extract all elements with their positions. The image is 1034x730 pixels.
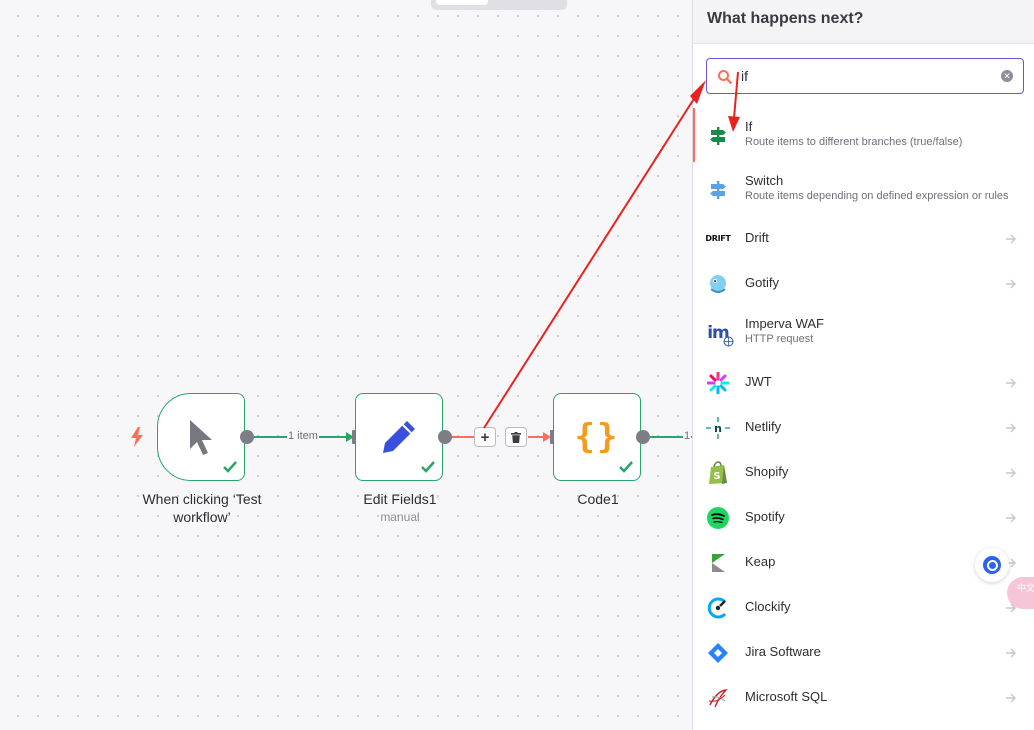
pencil-icon	[383, 421, 415, 453]
jwt-logo-icon	[705, 370, 731, 396]
canvas-mode-tabs[interactable]	[431, 0, 567, 10]
node-item-name: Clockify	[745, 599, 791, 614]
node-output-handle[interactable]	[240, 430, 254, 444]
arrow-right-icon	[1006, 279, 1016, 288]
node-item-if[interactable]: If Route items to different branches (tr…	[693, 113, 1034, 158]
clear-search-icon[interactable]: ✕	[1001, 70, 1013, 82]
node-creator-panel: What happens next? ✕ If Route items to d…	[692, 0, 1034, 730]
node-item-gotify[interactable]: Gotify	[693, 261, 1034, 306]
arrow-right-icon	[1006, 513, 1016, 522]
node-item-clockify[interactable]: Clockify	[693, 585, 1034, 630]
edge-delete-button[interactable]	[505, 427, 527, 447]
switch-signpost-icon	[705, 177, 731, 203]
node-item-name: Microsoft SQL	[745, 689, 828, 704]
imperva-logo-icon: im	[705, 320, 734, 346]
edge-item-count: 1 item	[287, 430, 319, 442]
node-item-name: Switch	[745, 173, 784, 188]
node-code[interactable]: {}	[553, 393, 641, 481]
node-label: Edit Fields1	[363, 491, 437, 507]
edge-arrow-1	[346, 432, 354, 442]
edge-add-node-button[interactable]: +	[474, 427, 496, 447]
node-item-name: Keap	[745, 554, 776, 569]
node-item-description: Route items to different branches (true/…	[745, 136, 963, 148]
node-label: Code1	[577, 491, 619, 507]
node-output-handle[interactable]	[438, 430, 452, 444]
arrow-right-icon	[1006, 234, 1016, 243]
clockify-logo-icon	[705, 595, 731, 621]
trash-icon	[511, 431, 521, 443]
canvas-mode-tab-active[interactable]	[436, 0, 488, 5]
cursor-pointer-icon	[190, 420, 212, 455]
panel-header: What happens next?	[693, 0, 1034, 44]
node-item-netlify[interactable]: n Netlify	[693, 405, 1034, 450]
arrow-right-icon	[1006, 423, 1016, 432]
workflow-canvas[interactable]: When clicking ‘Test workflow’ 1 item Edi…	[0, 0, 692, 730]
node-item-spotify[interactable]: Spotify	[693, 495, 1034, 540]
success-check-icon	[619, 461, 633, 473]
success-check-icon	[223, 461, 237, 473]
node-item-name: Netlify	[745, 419, 782, 434]
search-box[interactable]: ✕	[706, 58, 1024, 94]
node-item-microsoft-sql[interactable]: Microsoft SQL	[693, 675, 1034, 720]
drift-logo-icon: DRIFT	[705, 234, 731, 243]
node-output-handle[interactable]	[636, 430, 650, 444]
node-item-drift[interactable]: DRIFT Drift	[693, 216, 1034, 261]
node-item-name: Spotify	[745, 509, 785, 524]
assistant-floating-button[interactable]	[975, 548, 1009, 582]
lightning-bolt-icon	[131, 427, 143, 447]
node-item-shopify[interactable]: S Shopify	[693, 450, 1034, 495]
node-manual-trigger[interactable]	[157, 393, 245, 481]
spotify-logo-icon	[705, 505, 731, 531]
netlify-logo-icon: n	[705, 415, 731, 441]
search-input[interactable]	[741, 66, 991, 86]
arrow-right-icon	[1006, 468, 1016, 477]
node-item-name: If	[745, 119, 753, 134]
shopify-logo-icon: S	[705, 460, 731, 486]
search-icon	[718, 70, 733, 85]
node-item-name: Gotify	[745, 275, 779, 290]
jira-logo-icon	[705, 640, 731, 666]
translate-extension-tab[interactable]: 中文	[1007, 577, 1034, 609]
node-item-name: JWT	[745, 374, 772, 389]
node-item-name: Drift	[745, 230, 769, 245]
node-item-description: Route items depending on defined express…	[745, 190, 1009, 202]
arrow-right-icon	[1006, 693, 1016, 702]
panel-title: What happens next?	[707, 10, 864, 27]
node-item-imperva-waf[interactable]: im Imperva WAF HTTP request	[693, 310, 1034, 355]
node-item-name: Shopify	[745, 464, 789, 479]
arrow-right-icon	[1006, 648, 1016, 657]
curly-braces-icon: {}	[574, 417, 620, 457]
mssql-logo-icon	[705, 685, 731, 711]
edge-arrow-2	[543, 432, 551, 442]
node-item-description: HTTP request	[745, 333, 814, 345]
node-edit-fields[interactable]	[355, 393, 443, 481]
svg-text:S: S	[713, 471, 720, 482]
node-label: When clicking ‘Test workflow’	[142, 491, 262, 525]
success-check-icon	[421, 461, 435, 473]
arrow-right-icon	[1006, 378, 1016, 387]
node-item-jwt[interactable]: JWT	[693, 360, 1034, 405]
edge-item-count: 1	[683, 430, 692, 442]
if-signpost-icon	[705, 123, 731, 149]
assistant-logo-icon	[983, 556, 1001, 574]
node-item-name: Jira Software	[745, 644, 821, 659]
svg-text:n: n	[714, 422, 722, 435]
node-subtitle: manual	[380, 510, 420, 524]
node-item-jira-software[interactable]: Jira Software	[693, 630, 1034, 675]
connections-layer	[254, 432, 692, 442]
node-item-switch[interactable]: Switch Route items depending on defined …	[693, 167, 1034, 212]
node-item-name: Imperva WAF	[745, 316, 824, 331]
keap-logo-icon	[705, 550, 731, 576]
gotify-logo-icon	[705, 271, 731, 297]
